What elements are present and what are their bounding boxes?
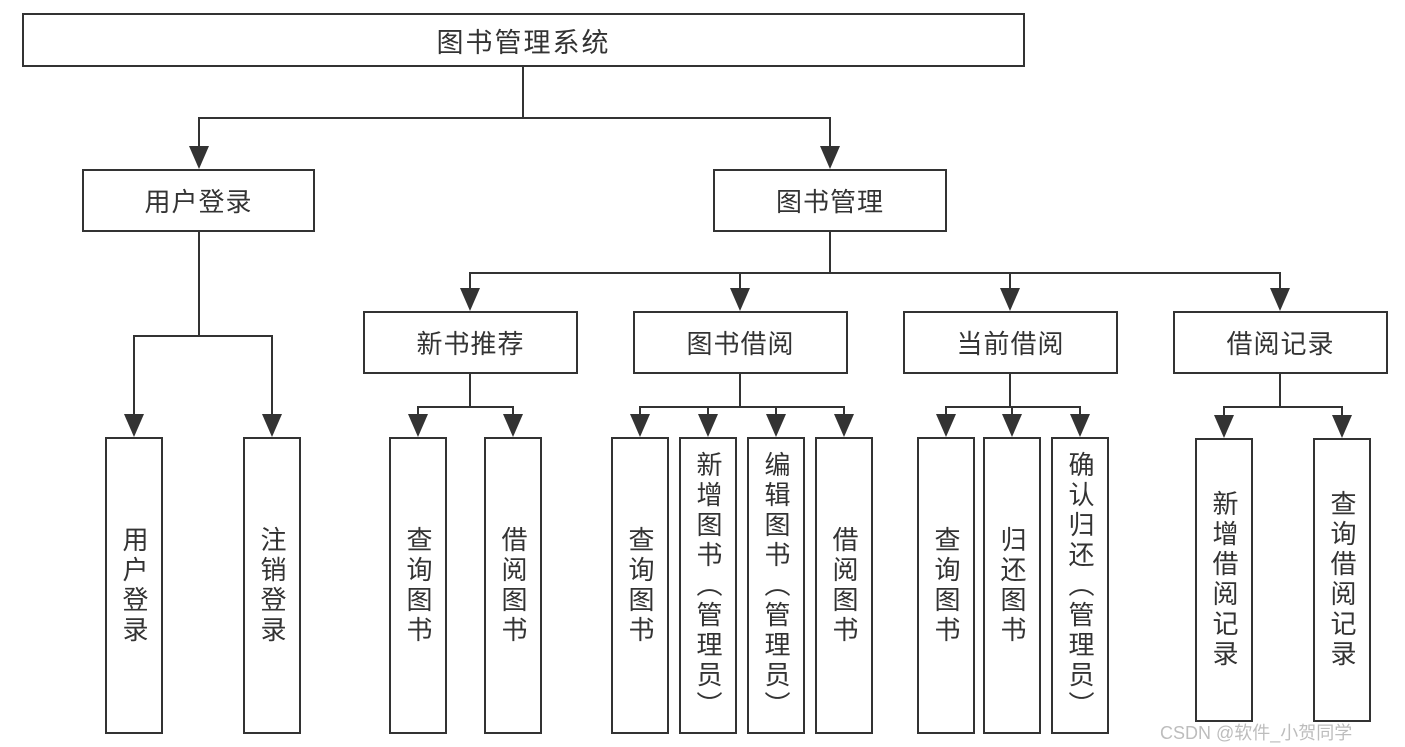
leaf-label: 查询图书 [625,525,655,646]
connector-line [945,406,947,416]
csdn-watermark: CSDN @软件_小贺同学 [1160,723,1353,743]
connector-line [1079,406,1081,416]
arrowhead-down-icon [1002,414,1022,437]
connector-line [1223,406,1225,417]
connector-line [469,272,1281,274]
connector-line [417,406,514,408]
connector-line [198,232,200,337]
node-label: 新书推荐 [416,329,525,359]
leaf-borrow-books: 借阅图书 [815,437,873,734]
connector-line [1011,406,1013,416]
leaf-user-login: 用户登录 [105,437,163,734]
connector-line [775,406,777,416]
leaf-add-books-admin: 新增图书（管理员） [679,437,737,734]
connector-line [1341,406,1343,417]
arrowhead-down-icon [1270,288,1290,311]
connector-line [1223,406,1343,408]
leaf-label: 确认归还（管理员） [1065,450,1095,721]
arrowhead-down-icon [503,414,523,437]
node-borrowing-records: 借阅记录 [1173,311,1388,374]
connector-line [739,272,741,292]
arrowhead-down-icon [698,414,718,437]
node-label: 图书借阅 [686,329,795,359]
node-book-management: 图书管理 [713,169,947,232]
leaf-label: 查询图书 [403,525,433,646]
node-book-borrowing: 图书借阅 [633,311,848,374]
node-label: 借阅记录 [1226,329,1335,359]
node-label: 用户登录 [144,187,253,217]
connector-line [1009,374,1011,408]
node-label: 图书管理系统 [436,27,611,58]
arrowhead-down-icon [408,414,428,437]
connector-line [469,374,471,408]
arrowhead-down-icon [730,288,750,311]
connector-line [843,406,845,416]
connector-line [512,406,514,416]
leaf-return-books: 归还图书 [983,437,1041,734]
connector-line [829,117,831,150]
leaf-borrow-books-recommend: 借阅图书 [484,437,542,734]
leaf-label: 查询借阅记录 [1327,490,1357,670]
node-current-borrowing: 当前借阅 [903,311,1118,374]
leaf-label: 归还图书 [997,525,1027,646]
leaf-edit-books-admin: 编辑图书（管理员） [747,437,805,734]
arrowhead-down-icon [460,288,480,311]
leaf-label: 新增借阅记录 [1209,490,1239,670]
connector-line [945,406,1081,408]
leaf-label: 用户登录 [119,525,149,646]
connector-line [417,406,419,416]
leaf-confirm-return-admin: 确认归还（管理员） [1051,437,1109,734]
connector-line [1279,272,1281,292]
leaf-label: 新增图书（管理员） [693,450,723,721]
connector-line [271,335,273,416]
connector-line [707,406,709,416]
node-label: 当前借阅 [956,329,1065,359]
leaf-query-books-current: 查询图书 [917,437,975,734]
connector-line [133,335,135,416]
node-library-management-system: 图书管理系统 [22,13,1025,67]
connector-line [198,117,831,119]
leaf-label: 注销登录 [257,525,287,646]
arrowhead-down-icon [1214,415,1234,438]
arrowhead-down-icon [124,414,144,437]
leaf-label: 借阅图书 [498,525,528,646]
arrowhead-down-icon [834,414,854,437]
node-label: 图书管理 [775,187,884,217]
leaf-query-books-borrow: 查询图书 [611,437,669,734]
connector-line [1009,272,1011,292]
arrowhead-down-icon [189,146,209,169]
arrowhead-down-icon [630,414,650,437]
arrowhead-down-icon [1000,288,1020,311]
leaf-query-borrow-record: 查询借阅记录 [1313,438,1371,722]
connector-line [198,117,200,150]
leaf-label: 查询图书 [931,525,961,646]
connector-line [133,335,273,337]
arrowhead-down-icon [820,146,840,169]
arrowhead-down-icon [936,414,956,437]
connector-line [639,406,845,408]
arrowhead-down-icon [1070,414,1090,437]
connector-line [469,272,471,292]
connector-line [1279,374,1281,408]
connector-line [739,374,741,408]
leaf-label: 编辑图书（管理员） [761,450,791,721]
connector-line [639,406,641,416]
arrowhead-down-icon [766,414,786,437]
leaf-logout: 注销登录 [243,437,301,734]
leaf-query-books-recommend: 查询图书 [389,437,447,734]
arrowhead-down-icon [1332,415,1352,438]
connector-line [829,232,831,274]
arrowhead-down-icon [262,414,282,437]
leaf-add-borrow-record: 新增借阅记录 [1195,438,1253,722]
node-new-book-recommendation: 新书推荐 [363,311,578,374]
leaf-label: 借阅图书 [829,525,859,646]
connector-line [522,67,524,119]
node-user-login: 用户登录 [82,169,315,232]
